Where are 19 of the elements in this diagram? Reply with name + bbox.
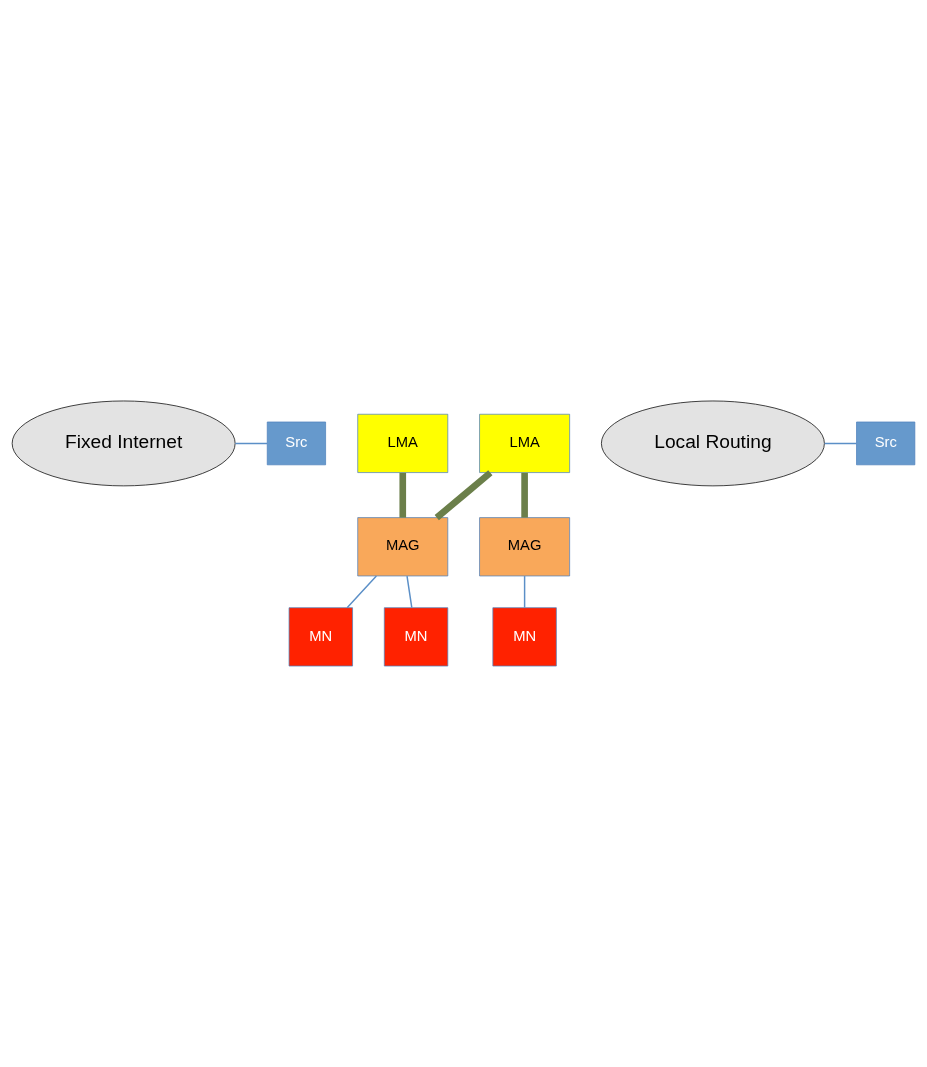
node-box: MAG (357, 517, 449, 577)
node-box: LMA (479, 413, 570, 473)
node-ellipse: Fixed Internet (11, 400, 236, 487)
node-box: MN (383, 607, 449, 667)
node-box: Src (856, 421, 916, 466)
node-box: MAG (479, 517, 570, 577)
connector (346, 575, 378, 609)
node-box: MN (492, 607, 557, 667)
connector (406, 575, 413, 609)
node-box: Src (266, 421, 326, 466)
connector (399, 472, 407, 518)
node-ellipse: Local Routing (601, 400, 825, 487)
node-box: LMA (357, 413, 449, 473)
connector (823, 442, 858, 445)
connector (234, 442, 268, 445)
connector (523, 575, 526, 609)
connector (521, 472, 528, 518)
connector (434, 470, 493, 521)
node-box: MN (288, 607, 353, 667)
